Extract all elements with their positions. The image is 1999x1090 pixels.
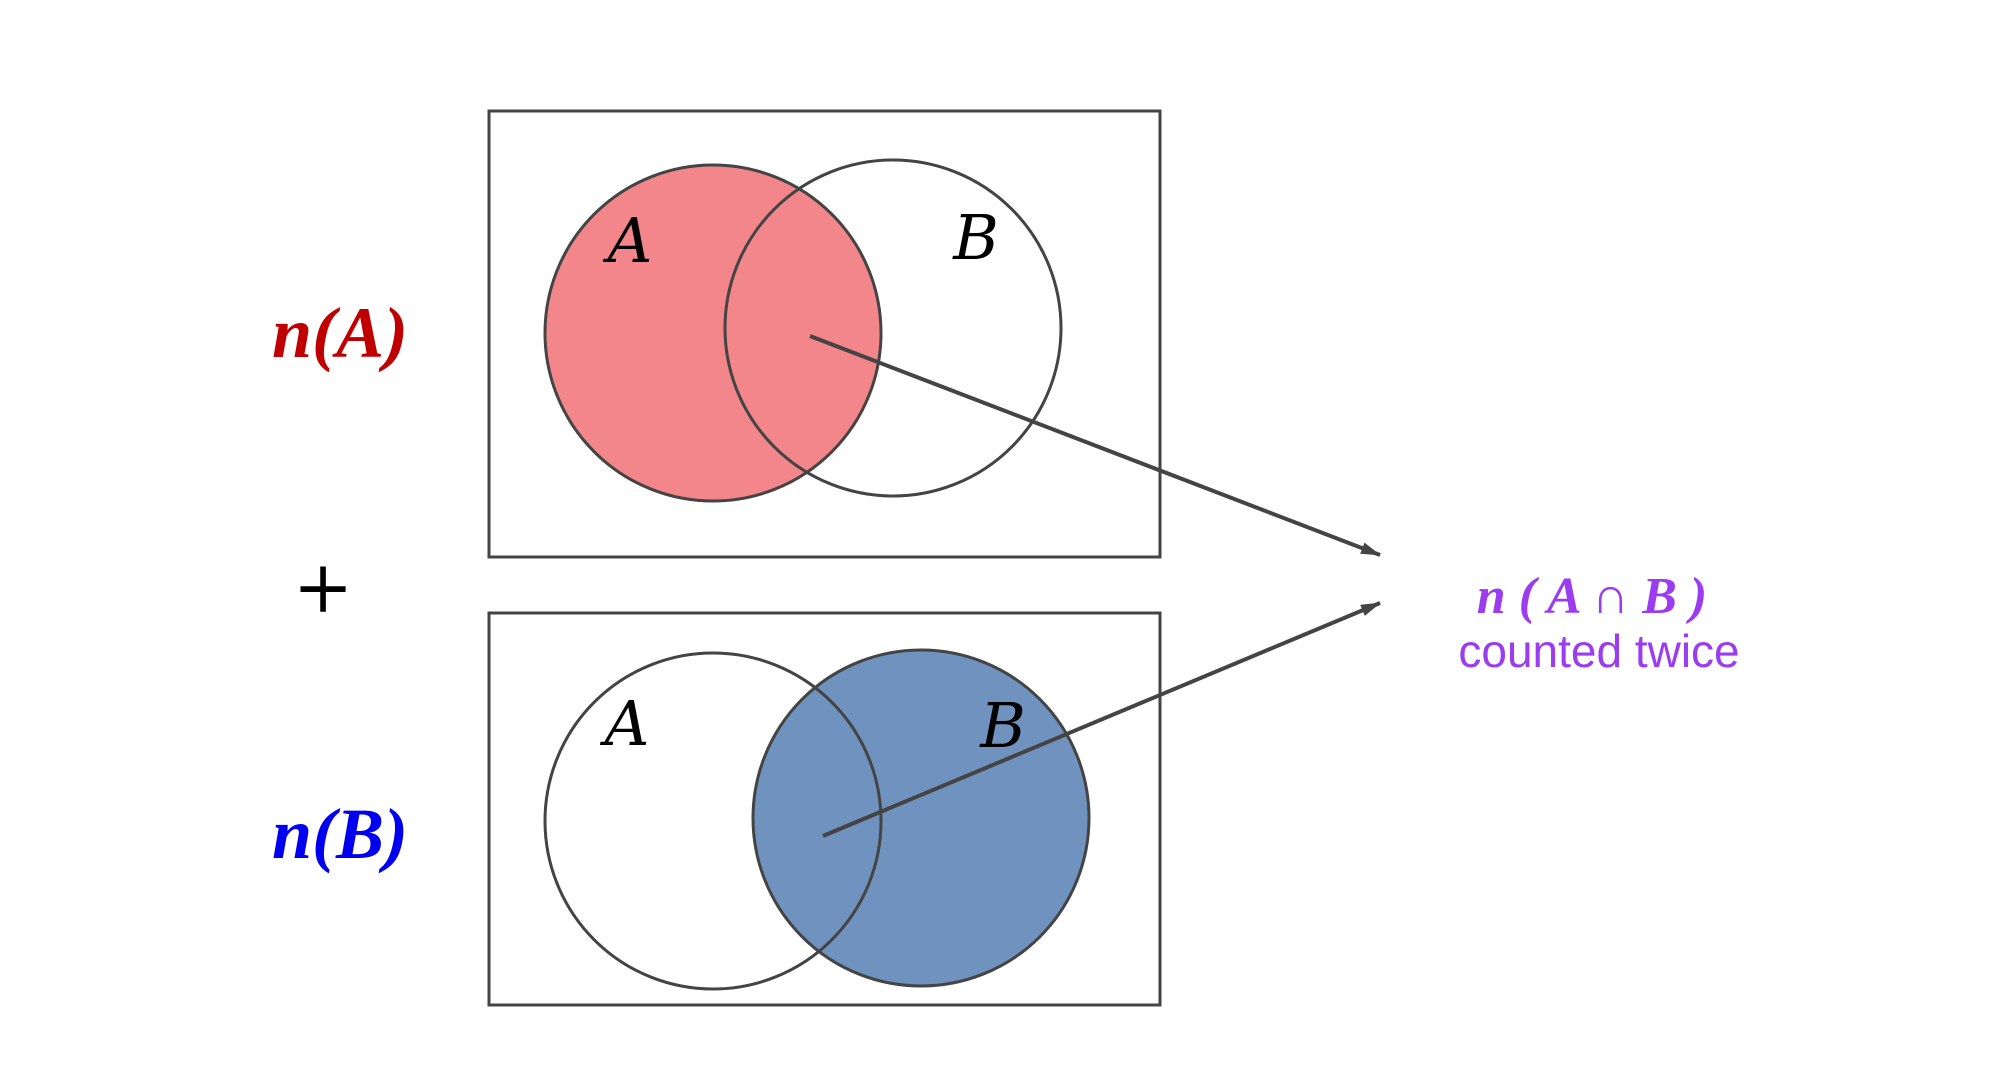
circle-b-bottom: [751, 648, 1091, 988]
intersection-formula: n ( A ∩ B ): [1477, 568, 1708, 625]
count-label-a: n(A): [272, 293, 408, 373]
set-b-label-top: B: [952, 201, 999, 274]
bottom-panel: A B: [487, 611, 1162, 1007]
count-label-b: n(B): [272, 794, 408, 874]
arrow-bottom-intersection: [822, 601, 1381, 838]
arrow-top-intersection: [809, 334, 1381, 557]
universe-rect-top: [487, 109, 1162, 559]
set-b-label-bottom: B: [979, 689, 1026, 762]
plus-operator: +: [293, 545, 353, 629]
set-a-label-bottom: A: [600, 687, 650, 760]
top-panel: A B: [487, 109, 1162, 559]
counted-twice-note: counted twice: [1458, 625, 1739, 677]
circle-a-bottom: [543, 651, 883, 991]
circle-a-top: [543, 163, 883, 503]
circle-b-top: [723, 158, 1063, 498]
universe-rect-bottom: [487, 611, 1162, 1007]
set-a-label-top: A: [603, 204, 653, 277]
